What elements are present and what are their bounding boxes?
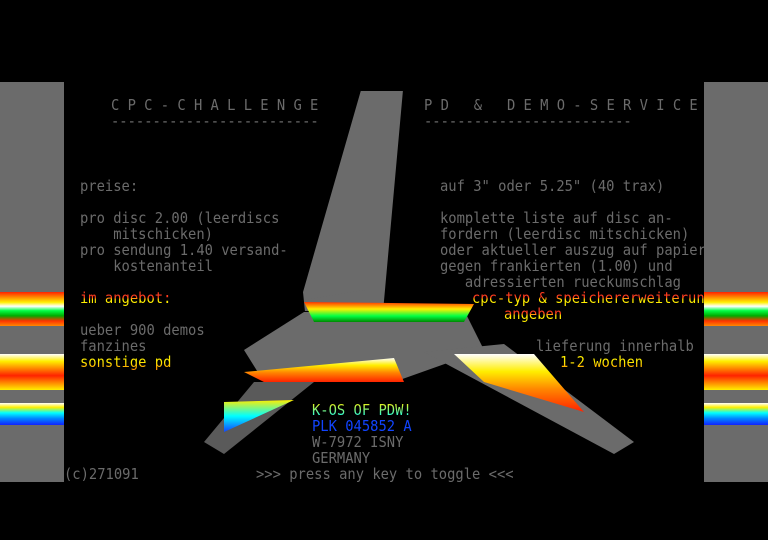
address-country: GERMANY <box>312 449 371 467</box>
disc-format: auf 3" oder 5.25" (40 trax) <box>440 177 665 195</box>
price-disc-note: mitschicken) <box>80 225 213 243</box>
list-info-3: oder aktueller auszug auf papier <box>440 241 704 259</box>
cpc-type-note-2: angeben <box>504 305 563 323</box>
address-street: PLK 045852 A <box>312 417 412 435</box>
list-info-4: gegen frankierten (1.00) und <box>440 257 673 275</box>
delivery-info: lieferung innerhalb <box>536 337 694 355</box>
prices-label: preise: <box>80 177 139 195</box>
list-info-2: fordern (leerdisc mitschicken) <box>440 225 690 243</box>
price-shipping-note: kostenanteil <box>80 257 213 275</box>
shuttle-body <box>244 310 484 382</box>
title-underline-left: ------------------------- <box>111 112 319 130</box>
offer-fanzines: fanzines <box>80 337 147 355</box>
price-shipping: pro sendung 1.40 versand- <box>80 241 288 259</box>
title-underline-right: ------------------------- <box>424 112 632 130</box>
cpc-type-note: cpc-typ & speichererweiterung <box>472 290 704 306</box>
shuttle-graphic <box>204 89 634 454</box>
title-pd-demo-service: PD & DEMO-SERVICE <box>424 96 704 114</box>
address-city: W-7972 ISNY <box>312 433 404 451</box>
offer-demos: ueber 900 demos <box>80 321 205 339</box>
shuttle-wing-left <box>204 382 314 454</box>
list-info-5: adressierten rueckumschlag <box>440 273 681 291</box>
list-info-1: komplette liste auf disc an- <box>440 209 673 227</box>
address-name: K-OS OF PDW! <box>312 401 412 419</box>
copyright: (c)271091 <box>64 465 139 482</box>
delivery-time: 1-2 wochen <box>560 353 644 371</box>
title-cpc-challenge: CPC-CHALLENGE <box>111 96 327 114</box>
offer-label: im angebot: <box>80 289 172 307</box>
toggle-prompt[interactable]: >>> press any key to toggle <<< <box>256 465 514 482</box>
offer-other-pd: sonstige pd <box>80 353 172 371</box>
price-disc: pro disc 2.00 (leerdiscs <box>80 209 280 227</box>
main-screen: CPC-CHALLENGE ------------------------- … <box>64 82 704 482</box>
